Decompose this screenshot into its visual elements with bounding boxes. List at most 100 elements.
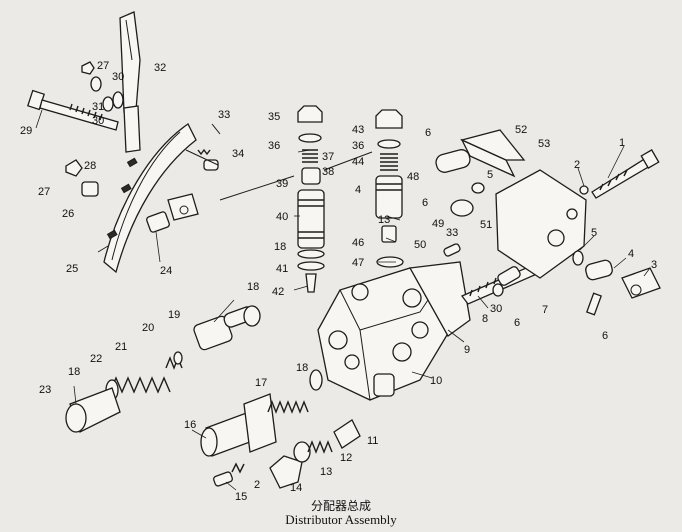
callout-labels: 1 2 2 3 4 4 5 5 6 6 6 6 7 8 9 10 11 12 1… <box>20 60 657 503</box>
roll-pin <box>585 292 603 316</box>
callout-53: 53 <box>538 138 550 150</box>
plug <box>373 373 395 397</box>
callout-5: 5 <box>591 227 597 239</box>
distributor-body <box>317 261 471 401</box>
callout-37: 37 <box>322 151 334 163</box>
callout-13: 13 <box>378 214 390 226</box>
pin <box>443 243 461 257</box>
callout-21: 21 <box>115 341 127 353</box>
callout-3: 3 <box>651 259 657 271</box>
small-parts <box>443 182 521 297</box>
callout-13: 13 <box>320 466 332 478</box>
port <box>411 321 429 339</box>
port <box>351 283 369 301</box>
callout-28: 28 <box>84 160 96 172</box>
callout-36: 36 <box>352 140 364 152</box>
spool-spring <box>267 400 309 414</box>
caption-english: Distributor Assembly <box>285 512 397 527</box>
callout-16: 16 <box>184 419 196 431</box>
poppet <box>333 419 361 449</box>
washer <box>90 76 102 92</box>
callout-1: 1 <box>619 137 625 149</box>
callout-19: 19 <box>168 309 180 321</box>
callout-11: 11 <box>367 435 378 447</box>
callout-7: 7 <box>542 304 548 316</box>
end-cap-face <box>65 403 87 433</box>
callout-20: 20 <box>142 322 154 334</box>
lever-arm <box>123 105 141 153</box>
o-ring <box>298 133 322 143</box>
check-valve-parts <box>269 419 361 489</box>
callout-18: 18 <box>296 362 308 374</box>
cam <box>450 199 474 217</box>
leader-lines <box>35 109 651 491</box>
bolt-head <box>640 149 660 169</box>
lever-assembly <box>27 11 221 274</box>
callout-9: 9 <box>464 344 470 356</box>
callout-34: 34 <box>232 148 244 160</box>
callout-25: 25 <box>66 263 78 275</box>
caption-chinese: 分配器总成 <box>310 499 371 513</box>
callout-6: 6 <box>514 317 520 329</box>
callout-18: 18 <box>68 366 80 378</box>
pin <box>146 211 170 233</box>
callout-38: 38 <box>322 166 334 178</box>
o-ring <box>377 139 401 149</box>
main-spool <box>200 369 323 487</box>
quadrant-plate <box>103 123 197 274</box>
port <box>328 330 348 350</box>
callout-4: 4 <box>355 184 361 196</box>
callout-22: 22 <box>90 353 102 365</box>
port <box>402 288 422 308</box>
callout-52: 52 <box>515 124 527 136</box>
spool-assembly <box>435 129 661 316</box>
callout-32: 32 <box>154 62 166 74</box>
plunger-chain <box>65 305 261 433</box>
callout-44: 44 <box>352 156 364 168</box>
bolt-shank <box>39 99 119 131</box>
callout-30: 30 <box>112 71 124 83</box>
poppet <box>381 225 397 243</box>
callout-39: 39 <box>276 178 288 190</box>
port <box>392 342 412 362</box>
cap-nut <box>375 109 403 129</box>
callout-33: 33 <box>446 227 458 239</box>
spool-flange <box>243 393 277 453</box>
callout-6: 6 <box>425 127 431 139</box>
o-ring <box>243 305 261 327</box>
bushing <box>81 181 99 197</box>
callout-51: 51 <box>480 219 492 231</box>
callout-27: 27 <box>97 60 109 72</box>
callout-6: 6 <box>602 330 608 342</box>
callout-26: 26 <box>62 208 74 220</box>
valve-body <box>375 175 403 219</box>
callout-4: 4 <box>628 248 634 260</box>
callout-30: 30 <box>92 115 104 127</box>
cap-nut <box>297 105 323 123</box>
callout-24: 24 <box>160 265 172 277</box>
callout-8: 8 <box>482 313 488 325</box>
callout-27: 27 <box>38 186 50 198</box>
port <box>344 354 360 370</box>
seal-ring <box>297 249 325 259</box>
callout-2: 2 <box>574 159 580 171</box>
callout-50: 50 <box>414 239 426 251</box>
stop-block <box>167 193 199 221</box>
callout-10: 10 <box>430 375 442 387</box>
wing-nut <box>65 159 83 177</box>
o-ring <box>293 441 311 463</box>
washer <box>112 91 124 109</box>
washer <box>102 96 114 112</box>
needle <box>305 273 317 293</box>
callout-5: 5 <box>487 169 493 181</box>
end-plate <box>408 261 471 337</box>
callout-42: 42 <box>272 286 284 298</box>
callout-14: 14 <box>290 482 302 494</box>
pin <box>585 259 613 281</box>
callout-49: 49 <box>432 218 444 230</box>
callout-41: 41 <box>276 263 288 275</box>
callout-23: 23 <box>39 384 51 396</box>
valve-sleeve <box>297 189 325 249</box>
screw <box>213 471 233 487</box>
